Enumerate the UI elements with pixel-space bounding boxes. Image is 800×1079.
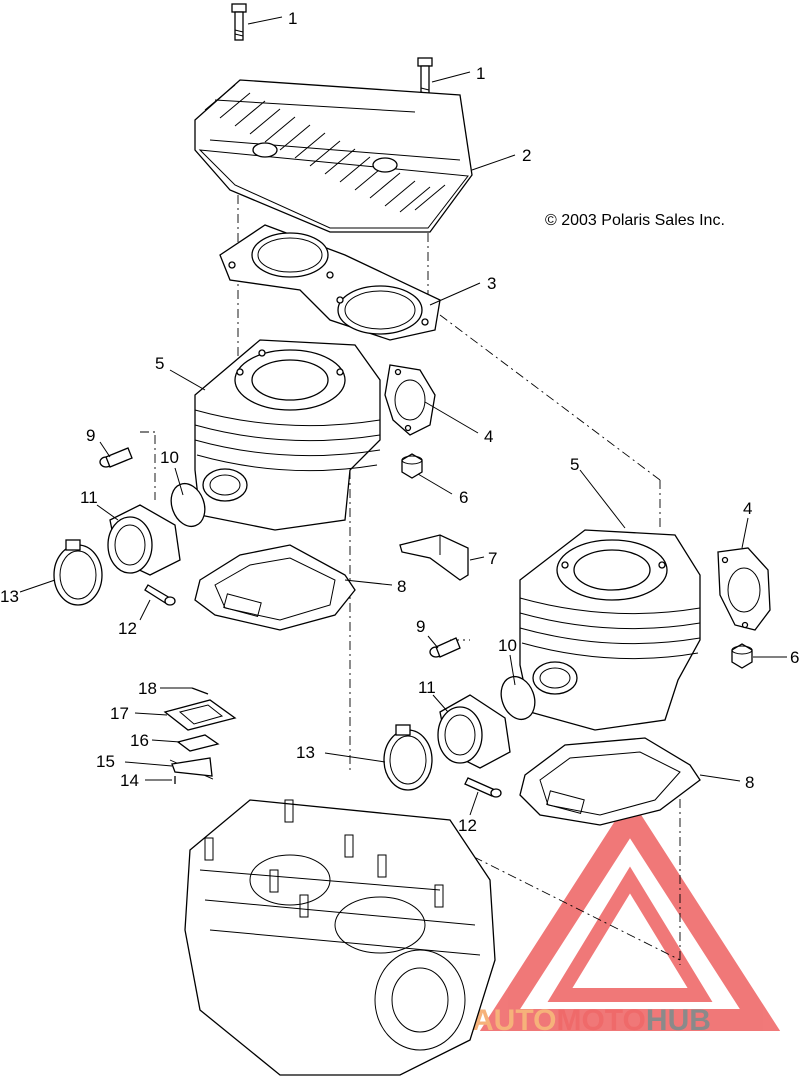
clamp-icon bbox=[53, 539, 103, 606]
callout-16: 16 bbox=[130, 731, 149, 750]
callout-11: 11 bbox=[418, 678, 436, 697]
callout-7: 7 bbox=[488, 549, 497, 568]
callout-18: 18 bbox=[138, 679, 157, 698]
callout-4: 4 bbox=[743, 499, 752, 518]
crankcase-icon bbox=[184, 799, 496, 1076]
callout-5: 5 bbox=[155, 354, 164, 373]
watermark-text-moto: MOTO bbox=[556, 1004, 645, 1037]
callout-13: 13 bbox=[296, 743, 315, 762]
nut-icon bbox=[731, 643, 753, 669]
callout-5: 5 bbox=[570, 455, 579, 474]
callout-1: 1 bbox=[476, 64, 485, 83]
callout-12: 12 bbox=[458, 816, 477, 835]
leader-lines bbox=[19, 16, 787, 816]
callout-6: 6 bbox=[790, 648, 799, 667]
callout-11: 11 bbox=[80, 488, 98, 507]
watermark-text-auto: AUTO bbox=[472, 1004, 556, 1037]
triangle-logo-icon bbox=[479, 797, 781, 1031]
exhaust-gasket-icon bbox=[384, 364, 436, 436]
base-gasket-icon bbox=[194, 544, 356, 631]
cylinder-icon bbox=[194, 339, 381, 531]
callout-6: 6 bbox=[459, 488, 468, 507]
callout-10: 10 bbox=[498, 636, 517, 655]
reed-valve-icon bbox=[163, 687, 237, 784]
callout-9: 9 bbox=[416, 617, 425, 636]
bolt-icon bbox=[464, 777, 502, 798]
cylinder-head-icon bbox=[194, 79, 473, 233]
svg-text:AUTOMOTOHUB: AUTOMOTOHUB bbox=[472, 1004, 711, 1037]
callout-12: 12 bbox=[118, 619, 137, 638]
callout-4: 4 bbox=[484, 427, 493, 446]
callout-labels: 1 1 2 3 4 4 5 5 6 6 7 8 8 9 9 10 10 11 1… bbox=[0, 9, 799, 835]
watermark-logo: AUTOMOTOHUB bbox=[472, 797, 781, 1037]
callout-17: 17 bbox=[110, 704, 129, 723]
callout-10: 10 bbox=[160, 448, 179, 467]
o-ring-icon bbox=[170, 482, 206, 528]
callout-9: 9 bbox=[86, 426, 95, 445]
copyright-text: © 2003 Polaris Sales Inc. bbox=[545, 212, 725, 229]
nut-icon bbox=[401, 453, 423, 479]
base-gasket-icon bbox=[519, 737, 701, 826]
intake-boot-icon bbox=[107, 504, 181, 576]
callout-14: 14 bbox=[120, 771, 139, 790]
bolt-icon bbox=[99, 447, 133, 468]
cylinder-icon bbox=[519, 529, 701, 731]
head-gasket-icon bbox=[219, 224, 441, 341]
callout-2: 2 bbox=[522, 146, 531, 165]
callout-3: 3 bbox=[487, 274, 496, 293]
bolt-icon bbox=[429, 637, 461, 658]
exhaust-gasket-icon bbox=[717, 547, 771, 631]
bracket-icon bbox=[399, 534, 469, 581]
bolt-icon bbox=[231, 3, 247, 41]
callout-1: 1 bbox=[288, 9, 297, 28]
bolt-icon bbox=[144, 584, 176, 606]
callout-8: 8 bbox=[745, 773, 754, 792]
intake-boot-icon bbox=[437, 694, 511, 769]
callout-13: 13 bbox=[0, 587, 19, 606]
watermark-text-hub: HUB bbox=[646, 1004, 711, 1037]
clamp-icon bbox=[383, 724, 433, 791]
callout-15: 15 bbox=[96, 752, 115, 771]
o-ring-icon bbox=[500, 675, 536, 721]
callout-8: 8 bbox=[397, 577, 406, 596]
